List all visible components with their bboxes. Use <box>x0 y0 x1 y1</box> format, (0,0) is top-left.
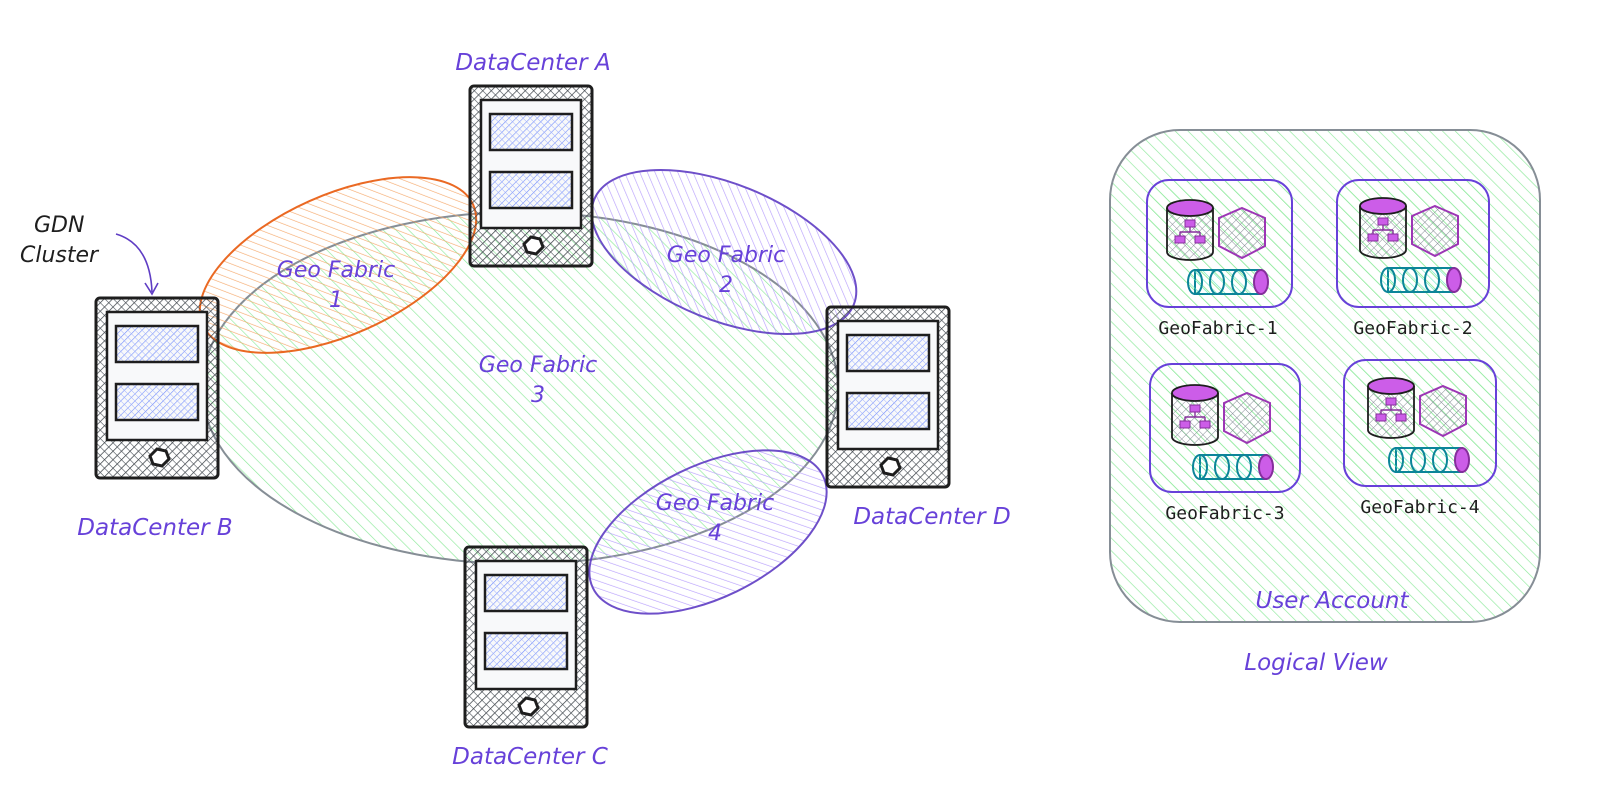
geo-fabric-4-label-line1: Geo Fabric <box>656 491 774 516</box>
datacenter-a-label: DataCenter A <box>455 50 610 76</box>
datacenter-c-server-rack-icon <box>463 545 589 729</box>
geo-fabric-2-region <box>590 168 858 336</box>
gdn-annotation-line2: Cluster <box>20 243 100 268</box>
geo-fabric-4-region <box>588 449 828 615</box>
datacenter-d-label: DataCenter D <box>853 504 1010 530</box>
geo-fabric-2-label-line2: 2 <box>719 273 733 298</box>
geofabric-3-label: GeoFabric-3 <box>1165 503 1284 524</box>
gdn-annotation-line1: GDN <box>34 213 84 238</box>
geofabric-4-tile <box>1343 359 1497 487</box>
geo-fabric-1-label-line1: Geo Fabric <box>277 258 395 283</box>
datacenter-d-server-rack-icon <box>825 305 951 489</box>
geofabric-2-label: GeoFabric-2 <box>1353 318 1472 339</box>
user-account-label: User Account <box>1255 588 1409 614</box>
datacenter-a-server-rack-icon <box>468 84 594 268</box>
arrow-icon <box>115 233 153 293</box>
geofabric-2-tile <box>1336 179 1490 308</box>
geo-fabric-3-label-line1: Geo Fabric <box>479 353 597 378</box>
datacenter-c-label: DataCenter C <box>452 744 608 770</box>
geo-fabric-4-label-line2: 4 <box>708 521 722 546</box>
geofabric-3-tile <box>1149 363 1301 493</box>
logical-view-caption: Logical View <box>1244 650 1388 676</box>
geofabric-1-label: GeoFabric-1 <box>1158 318 1277 339</box>
geo-fabric-2-label-line1: Geo Fabric <box>667 243 785 268</box>
geo-fabric-1-label-line2: 1 <box>329 288 343 313</box>
datacenter-b-server-rack-icon <box>94 296 220 480</box>
datacenter-b-label: DataCenter B <box>77 515 232 541</box>
geofabric-4-label: GeoFabric-4 <box>1360 497 1479 518</box>
geofabric-1-tile <box>1146 179 1293 308</box>
geo-fabric-3-label-line2: 3 <box>531 383 545 408</box>
